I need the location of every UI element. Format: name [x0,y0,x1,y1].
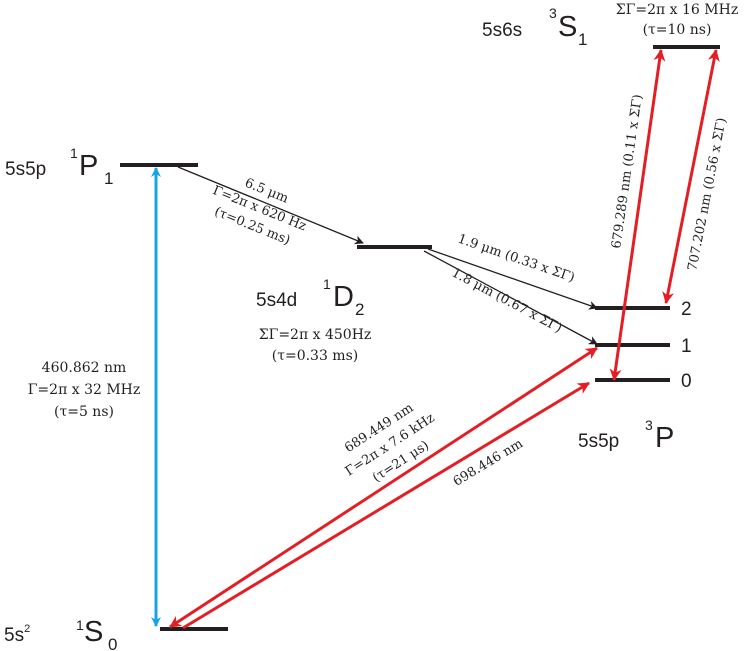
svg-text:(τ=5 ns): (τ=5 ns) [54,404,114,420]
svg-text:460.862 nm: 460.862 nm [42,360,127,376]
label-1P1: 5s5p 1 P 1 [5,145,113,188]
annotation-707nm: 707.202 nm (0.56 x ΣΓ) [685,117,729,273]
svg-text:1: 1 [323,276,331,292]
svg-text:0: 0 [108,635,117,651]
svg-text:0: 0 [681,371,692,392]
svg-text:1: 1 [681,336,692,357]
transition-689nm-arrow [169,346,598,629]
svg-text:D: D [333,281,354,313]
svg-text:5s4d: 5s4d [256,290,297,311]
svg-text:3: 3 [645,417,653,433]
svg-text:5s5p: 5s5p [578,431,619,452]
transition-698nm-arrow [182,381,590,630]
svg-text:1: 1 [104,169,113,188]
transition-1p8um-arrow [423,250,598,345]
transition-6p5um-arrow [177,166,364,245]
svg-text:3: 3 [549,5,557,21]
annotation-460nm: 460.862 nm Γ=2π x 32 MHz (τ=5 ns) [28,360,141,420]
svg-text:5s6s: 5s6s [482,20,522,41]
annotation-3S1: ΣΓ=2π x 16 MHz (τ=10 ns) [616,2,738,38]
annotation-1D2: ΣΓ=2π x 450Hz (τ=0.33 ms) [259,327,372,364]
transition-679nm-arrow [609,49,666,381]
svg-text:2: 2 [355,300,364,319]
svg-text:P: P [79,150,98,182]
label-3P: 5s5p 3 P [578,417,674,454]
svg-text:Γ=2π x 32 MHz: Γ=2π x 32 MHz [28,382,141,398]
svg-text:S: S [558,11,577,43]
svg-text:5s2: 5s2 [4,623,30,646]
annotation-689nm: 689.449 nm Γ=2π x 7.6 kHz (τ=21 μs) [342,401,437,486]
svg-text:1: 1 [578,30,587,49]
svg-text:1: 1 [70,145,78,161]
label-1S0: 5s2 1 S 0 [4,616,117,651]
annotation-6p5um: 6.5 μm Γ=2π x 620 Hz (τ=0.25 ms) [210,176,308,249]
svg-text:1: 1 [76,617,84,633]
label-3P-J-values: 2 1 0 [681,299,692,392]
svg-text:ΣΓ=2π x 16 MHz: ΣΓ=2π x 16 MHz [616,2,738,18]
svg-text:P: P [655,422,674,454]
transition-1p9um-arrow [427,248,598,310]
svg-text:2: 2 [681,299,692,320]
svg-text:(τ=0.33 ms): (τ=0.33 ms) [272,348,358,364]
annotation-679nm: 679.289 nm (0.11 x ΣΓ) [609,93,646,249]
svg-text:(τ=10 ns): (τ=10 ns) [643,22,712,38]
transition-707nm-arrow [662,49,720,304]
svg-text:ΣΓ=2π x 450Hz: ΣΓ=2π x 450Hz [259,327,372,343]
label-3S1: 5s6s 3 S 1 [482,5,587,49]
label-1D2: 5s4d 1 D 2 [256,276,364,319]
svg-text:5s5p: 5s5p [5,159,46,180]
svg-text:S: S [84,616,103,648]
